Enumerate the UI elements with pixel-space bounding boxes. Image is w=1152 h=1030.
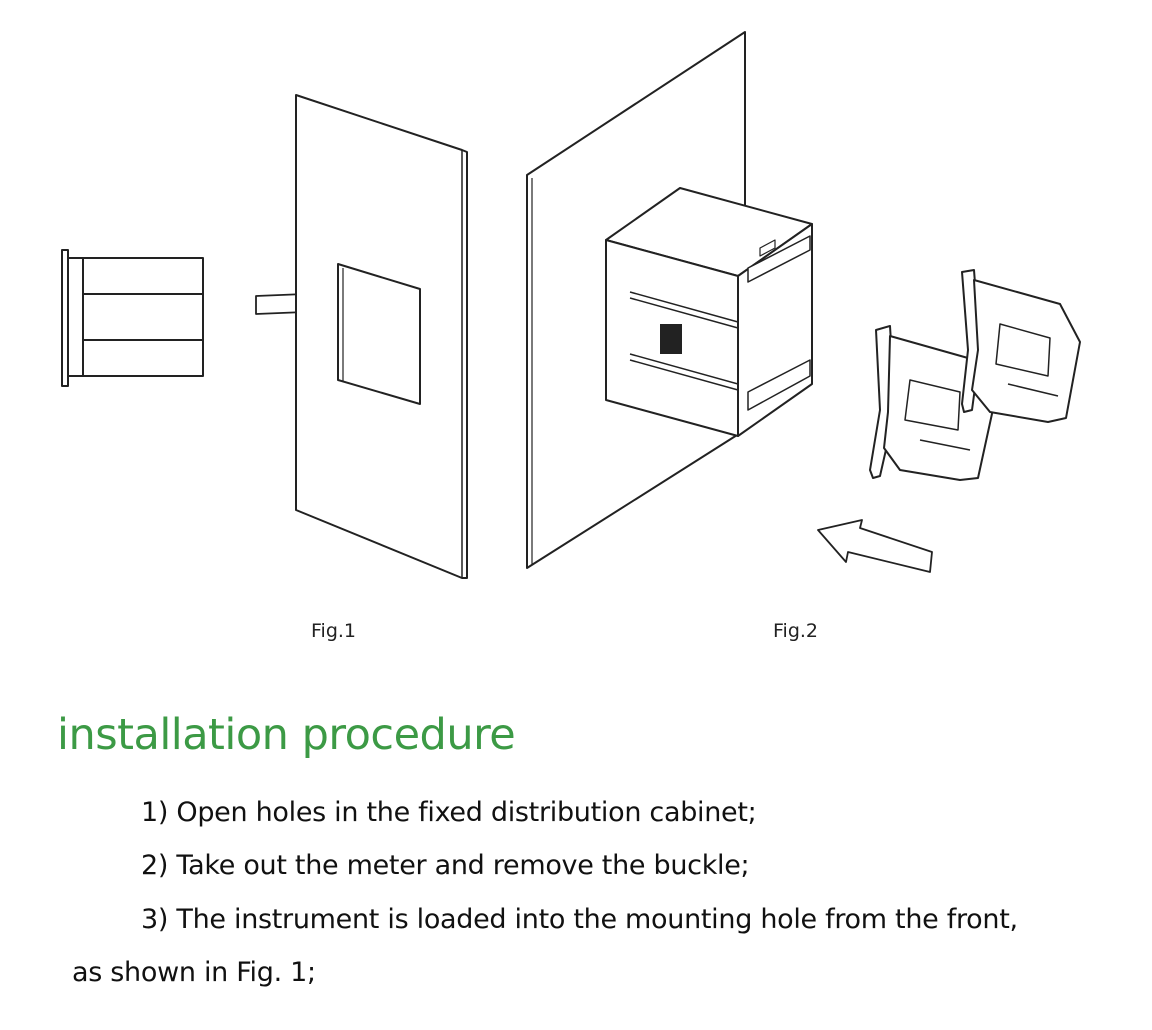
section-heading: installation procedure	[57, 710, 516, 760]
step-3: 3) The instrument is loaded into the mou…	[141, 904, 1018, 935]
fig2-caption: Fig.2	[773, 620, 819, 642]
step-1: 1) Open holes in the fixed distribution …	[141, 797, 757, 828]
step-3-continuation: as shown in Fig. 1;	[72, 957, 316, 988]
fig1-caption: Fig.1	[311, 620, 357, 642]
mounting-buckle-right	[961, 269, 1081, 423]
meter-side-view	[61, 249, 204, 387]
step-2: 2) Take out the meter and remove the buc…	[141, 850, 750, 881]
buckle-arrow	[817, 519, 933, 573]
panel-fig1	[295, 94, 468, 579]
meter-body	[605, 187, 813, 437]
installation-diagram	[61, 31, 1081, 579]
